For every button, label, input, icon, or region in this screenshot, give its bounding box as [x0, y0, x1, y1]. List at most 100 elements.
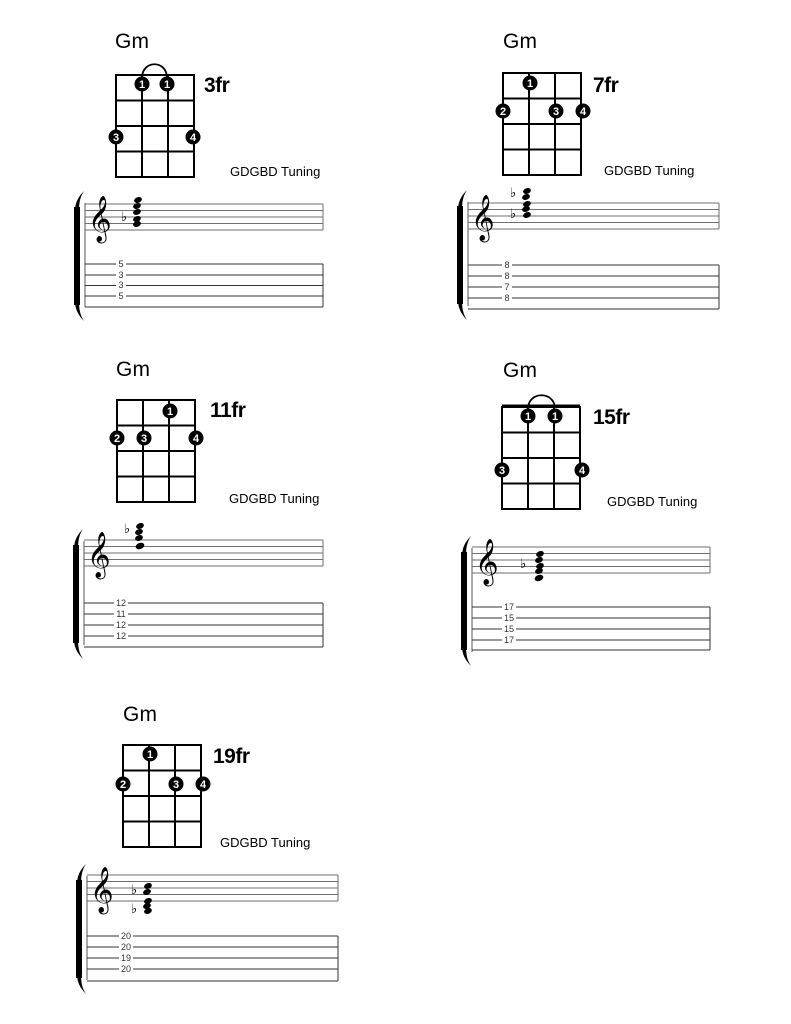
finger-dot-icon: 3	[136, 430, 152, 446]
svg-text:3: 3	[499, 465, 505, 477]
finger-dot-icon: 4	[575, 103, 591, 119]
chord-name: Gm	[503, 359, 538, 382]
staff-system-4: 𝄞 ♭ 17 15 15 17	[460, 535, 711, 667]
tab-fret-number: 11	[116, 609, 125, 619]
svg-text:2: 2	[120, 779, 126, 791]
chord-name: Gm	[123, 703, 158, 726]
tab-fret-number: 7	[504, 282, 509, 292]
tab-fret-number: 5	[118, 291, 123, 301]
svg-text:4: 4	[580, 106, 587, 118]
standard-staff	[472, 546, 711, 574]
svg-text:3: 3	[141, 433, 147, 445]
chord-notes	[133, 197, 142, 227]
tab-staff: 8 8 7 8	[468, 260, 720, 310]
tab-staff: 17 15 15 17	[472, 602, 711, 651]
chord-name: Gm	[115, 30, 150, 53]
chord-name: Gm	[116, 358, 151, 381]
svg-text:4: 4	[200, 779, 207, 791]
tuning-label: GDGBD Tuning	[229, 491, 320, 506]
finger-dot-icon: 3	[548, 103, 564, 119]
svg-text:2: 2	[114, 433, 120, 445]
chord-notes	[143, 883, 152, 914]
chord-notes	[534, 551, 544, 582]
tab-fret-number: 15	[504, 613, 514, 623]
chord-name: Gm	[503, 30, 538, 53]
svg-text:1: 1	[552, 411, 558, 423]
chord-diagram-2: 1 2 3 4	[495, 72, 591, 176]
finger-dot-icon: 2	[495, 103, 511, 119]
system-bracket-icon	[460, 535, 473, 667]
staff-system-2: 𝄞 ♭ ♭ 8 8 7 8	[456, 186, 720, 321]
system-bracket-icon	[75, 863, 88, 995]
tab-fret-number: 20	[121, 931, 131, 941]
tab-fret-number: 5	[118, 259, 123, 269]
tab-fret-number: 19	[121, 953, 131, 963]
svg-text:3: 3	[113, 132, 119, 144]
finger-dot-icon: 1	[162, 403, 178, 419]
finger-dot-icon: 1	[134, 76, 150, 92]
flat-icon: ♭	[520, 557, 526, 572]
tab-fret-number: 17	[504, 635, 514, 645]
finger-dot-icon: 4	[195, 776, 211, 792]
svg-text:4: 4	[190, 132, 197, 144]
finger-dot-icon: 1	[142, 746, 158, 762]
staff-system-5: 𝄞 ♭ ♭ 20 20 19 20	[75, 863, 339, 995]
finger-dot-icon: 4	[185, 129, 201, 145]
standard-staff	[87, 874, 339, 902]
chord-notes	[135, 523, 145, 550]
finger-dot-icon: 4	[188, 430, 204, 446]
fret-position-label: 3fr	[204, 74, 230, 97]
tab-fret-number: 8	[504, 293, 509, 303]
tuning-label: GDGBD Tuning	[607, 494, 698, 509]
finger-dot-icon: 4	[574, 462, 590, 478]
chord-diagram-4: 1 1 3 4	[494, 394, 590, 510]
tab-fret-number: 3	[118, 280, 123, 290]
svg-text:4: 4	[193, 433, 200, 445]
tab-fret-number: 8	[504, 271, 509, 281]
finger-dot-icon: 1	[522, 75, 538, 91]
svg-text:1: 1	[147, 749, 153, 761]
staff-system-3: 𝄞 ♭ 12 11 12 12	[72, 522, 324, 660]
finger-dot-icon: 2	[115, 776, 131, 792]
standard-staff	[84, 539, 324, 567]
tab-fret-number: 20	[121, 964, 131, 974]
chord-diagram-1: 1 1 3 4	[108, 63, 201, 178]
chord-diagram-5: 1 2 3 4	[115, 744, 211, 848]
flat-icon: ♭	[124, 522, 130, 537]
staff-system-1: 𝄞 ♭ 5 3 3 5	[73, 190, 324, 322]
svg-text:2: 2	[500, 106, 506, 118]
finger-dot-icon: 3	[168, 776, 184, 792]
flat-icon: ♭	[121, 210, 127, 225]
finger-dot-icon: 1	[520, 408, 536, 424]
barre-arc-icon	[527, 394, 556, 409]
svg-text:1: 1	[527, 78, 533, 90]
tab-staff: 5 3 3 5	[85, 259, 324, 308]
svg-text:1: 1	[167, 406, 173, 418]
svg-text:1: 1	[164, 79, 170, 91]
system-bracket-icon	[72, 528, 85, 660]
treble-clef-icon: 𝄞	[471, 195, 495, 243]
finger-dot-icon: 3	[494, 462, 510, 478]
tuning-label: GDGBD Tuning	[604, 163, 695, 178]
system-bracket-icon	[456, 189, 469, 321]
treble-clef-icon: 𝄞	[88, 196, 112, 244]
tab-fret-number: 12	[116, 598, 126, 608]
fret-position-label: 11fr	[210, 399, 246, 422]
tab-fret-number: 3	[118, 270, 123, 280]
standard-staff	[85, 203, 324, 231]
treble-clef-icon: 𝄞	[87, 532, 111, 580]
chord-notes	[522, 188, 531, 218]
svg-text:1: 1	[525, 411, 531, 423]
flat-icon: ♭	[131, 883, 137, 898]
flat-icon: ♭	[510, 207, 516, 222]
barre-arc-icon	[141, 63, 168, 78]
tab-fret-number: 12	[116, 620, 126, 630]
chord-diagram-3: 1 2 3 4	[109, 399, 204, 503]
svg-text:3: 3	[173, 779, 179, 791]
system-bracket-icon	[73, 190, 86, 322]
flat-icon: ♭	[510, 186, 516, 201]
finger-dot-icon: 3	[108, 129, 124, 145]
tab-fret-number: 17	[504, 602, 514, 612]
svg-text:3: 3	[553, 106, 559, 118]
